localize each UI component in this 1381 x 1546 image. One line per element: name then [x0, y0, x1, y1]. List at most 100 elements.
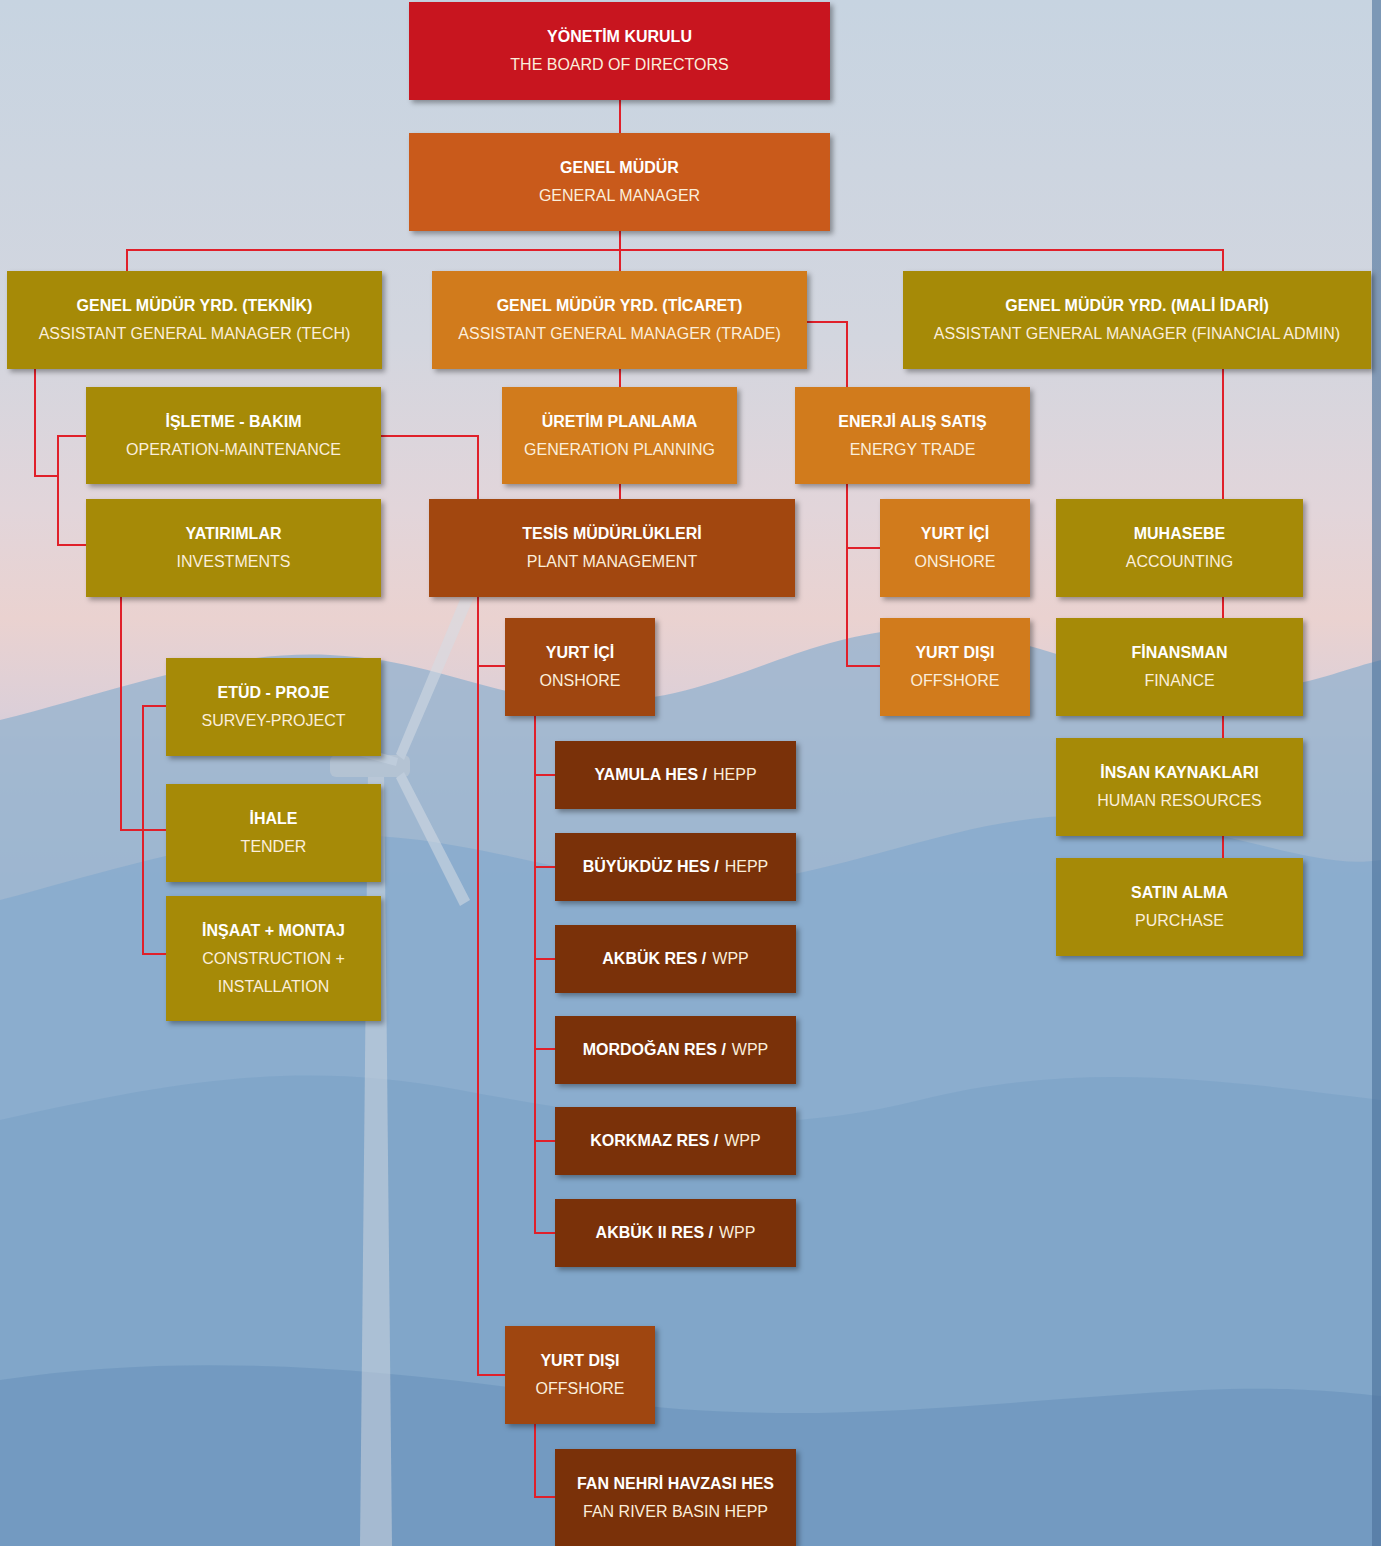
box-heading: İNŞAAT + MONTAJ: [202, 917, 345, 945]
box-heading: MUHASEBE: [1134, 520, 1226, 548]
box-heading: ETÜD - PROJE: [217, 679, 329, 707]
box-heading: AKBÜK RES /: [602, 945, 706, 973]
org-box: GENEL MÜDÜR YRD. (MALİ İDARİ)ASSISTANT G…: [903, 271, 1371, 369]
box-content: SATIN ALMAPURCHASE: [1056, 858, 1303, 956]
org-box: FİNANSMANFINANCE: [1056, 618, 1303, 716]
middle-hills: [0, 816, 1381, 1546]
box-content: İŞLETME - BAKIMOPERATION-MAINTENANCE: [86, 387, 381, 484]
org-box: MORDOĞAN RES /WPP: [555, 1016, 796, 1084]
box-content: MORDOĞAN RES /WPP: [555, 1016, 796, 1084]
org-box: AKBÜK RES /WPP: [555, 925, 796, 993]
org-box: TESİS MÜDÜRLÜKLERİPLANT MANAGEMENT: [429, 499, 795, 597]
box-content: YAMULA HES /HEPP: [555, 741, 796, 809]
box-subtitle: WPP: [732, 1036, 768, 1064]
org-box: SATIN ALMAPURCHASE: [1056, 858, 1303, 956]
near-hills: [0, 1076, 1381, 1546]
org-box: YATIRIMLARINVESTMENTS: [86, 499, 381, 597]
connector-line: [619, 100, 621, 133]
box-heading: ÜRETİM PLANLAMA: [542, 408, 698, 436]
org-box: ETÜD - PROJESURVEY-PROJECT: [166, 658, 381, 756]
connector-line: [847, 484, 880, 666]
box-subtitle: WPP: [724, 1127, 760, 1155]
box-subtitle: THE BOARD OF DIRECTORS: [510, 51, 728, 79]
box-heading: FAN NEHRİ HAVZASI HES: [577, 1470, 774, 1498]
connector-line: [535, 716, 555, 959]
box-subtitle: TENDER: [241, 833, 307, 861]
org-box: ENERJİ ALIŞ SATIŞENERGY TRADE: [795, 387, 1030, 484]
box-subtitle: OFFSHORE: [911, 667, 1000, 695]
org-box: GENEL MÜDÜR YRD. (TEKNİK)ASSISTANT GENER…: [7, 271, 382, 369]
connector-line: [121, 597, 166, 954]
box-subtitle: WPP: [712, 945, 748, 973]
box-heading: YAMULA HES /: [594, 761, 707, 789]
box-subtitle: GENERAL MANAGER: [539, 182, 700, 210]
box-content: GENEL MÜDÜRGENERAL MANAGER: [409, 133, 830, 231]
connector-line: [619, 369, 621, 387]
box-heading: YÖNETİM KURULU: [547, 23, 692, 51]
turbine-blade: [396, 772, 470, 906]
connector-line: [121, 597, 166, 830]
box-heading: İHALE: [250, 805, 298, 833]
connector-line: [535, 716, 555, 1049]
org-box: İNSAN KAYNAKLARIHUMAN RESOURCES: [1056, 738, 1303, 836]
box-content: AKBÜK RES /WPP: [555, 925, 796, 993]
box-subtitle: HEPP: [713, 761, 757, 789]
box-subtitle: ENERGY TRADE: [850, 436, 976, 464]
box-heading: ENERJİ ALIŞ SATIŞ: [838, 408, 986, 436]
box-heading: GENEL MÜDÜR YRD. (TEKNİK): [77, 292, 313, 320]
box-content: GENEL MÜDÜR YRD. (TEKNİK)ASSISTANT GENER…: [7, 271, 382, 369]
far-hills: [0, 629, 1381, 1546]
box-heading: MORDOĞAN RES /: [583, 1036, 726, 1064]
org-box: YÖNETİM KURULUTHE BOARD OF DIRECTORS: [409, 2, 830, 100]
box-heading: YURT DIŞI: [540, 1347, 619, 1375]
box-content: KORKMAZ RES /WPP: [555, 1107, 796, 1175]
connector-line: [381, 436, 478, 499]
connector-line: [127, 231, 620, 271]
connector-line: [535, 716, 555, 1141]
connector-line: [807, 322, 847, 387]
box-content: MUHASEBEACCOUNTING: [1056, 499, 1303, 597]
box-heading: YURT DIŞI: [915, 639, 994, 667]
org-box: İNŞAAT + MONTAJCONSTRUCTION + INSTALLATI…: [166, 896, 381, 1021]
connector-line: [535, 716, 555, 775]
box-subtitle: HUMAN RESOURCES: [1097, 787, 1261, 815]
box-content: YÖNETİM KURULUTHE BOARD OF DIRECTORS: [409, 2, 830, 100]
box-content: TESİS MÜDÜRLÜKLERİPLANT MANAGEMENT: [429, 499, 795, 597]
org-box: KORKMAZ RES /WPP: [555, 1107, 796, 1175]
box-heading: GENEL MÜDÜR YRD. (TİCARET): [497, 292, 743, 320]
box-content: İNŞAAT + MONTAJCONSTRUCTION + INSTALLATI…: [166, 896, 381, 1021]
box-content: YURT DIŞIOFFSHORE: [505, 1326, 655, 1424]
org-box: İŞLETME - BAKIMOPERATION-MAINTENANCE: [86, 387, 381, 484]
box-content: ÜRETİM PLANLAMAGENERATION PLANNING: [502, 387, 737, 484]
box-content: YURT DIŞIOFFSHORE: [880, 618, 1030, 716]
connector-line: [847, 484, 880, 548]
connector-line: [1222, 597, 1224, 618]
box-subtitle: FINANCE: [1144, 667, 1214, 695]
box-content: ENERJİ ALIŞ SATIŞENERGY TRADE: [795, 387, 1030, 484]
box-content: GENEL MÜDÜR YRD. (TİCARET)ASSISTANT GENE…: [432, 271, 807, 369]
org-box: MUHASEBEACCOUNTING: [1056, 499, 1303, 597]
box-subtitle: GENERATION PLANNING: [524, 436, 715, 464]
box-content: GENEL MÜDÜR YRD. (MALİ İDARİ)ASSISTANT G…: [903, 271, 1371, 369]
box-content: YATIRIMLARINVESTMENTS: [86, 499, 381, 597]
box-subtitle: OFFSHORE: [536, 1375, 625, 1403]
box-subtitle: ACCOUNTING: [1126, 548, 1234, 576]
box-heading: GENEL MÜDÜR: [560, 154, 679, 182]
connector-line: [35, 369, 86, 545]
connector-line: [478, 597, 505, 666]
box-heading: İNSAN KAYNAKLARI: [1100, 759, 1259, 787]
connector-line: [619, 484, 621, 499]
connector-line: [535, 716, 555, 867]
box-content: FİNANSMANFINANCE: [1056, 618, 1303, 716]
box-heading: YURT İÇİ: [546, 639, 614, 667]
box-subtitle: OPERATION-MAINTENANCE: [126, 436, 341, 464]
connector-line: [535, 716, 555, 1233]
box-subtitle: ASSISTANT GENERAL MANAGER (TRADE): [458, 320, 780, 348]
box-subtitle: CONSTRUCTION + INSTALLATION: [176, 945, 371, 1001]
org-box: BÜYÜKDÜZ HES /HEPP: [555, 833, 796, 901]
box-heading: İŞLETME - BAKIM: [166, 408, 302, 436]
org-box: YURT İÇİONSHORE: [880, 499, 1030, 597]
org-box: FAN NEHRİ HAVZASI HESFAN RIVER BASIN HEP…: [555, 1449, 796, 1546]
connector-line: [535, 1424, 555, 1497]
